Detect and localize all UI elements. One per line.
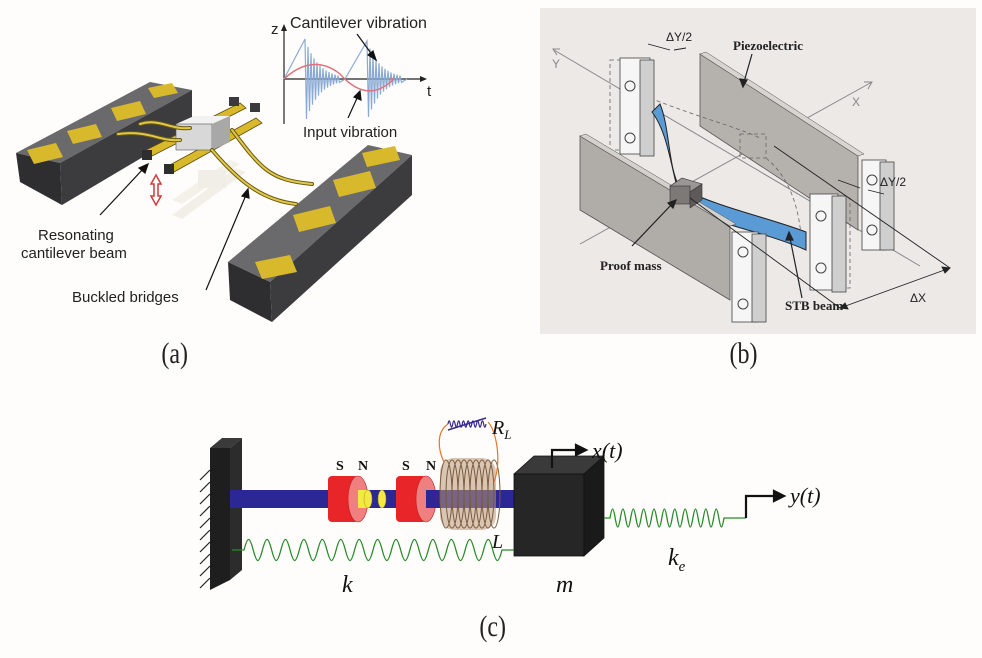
magnet-2 bbox=[377, 475, 437, 523]
axis-y-label: Y bbox=[552, 57, 560, 71]
magnet-1 bbox=[328, 475, 373, 523]
cantilever-vibration-label: Cantilever vibration bbox=[290, 15, 427, 32]
spring-k-label: k bbox=[342, 572, 353, 598]
magnet2-n-label: N bbox=[426, 459, 436, 474]
y-arrow-icon bbox=[772, 489, 787, 503]
proof-mass-cube bbox=[175, 116, 230, 151]
bridge-ghost bbox=[172, 160, 246, 219]
coil-inductor bbox=[439, 458, 501, 530]
inductor-label: L bbox=[491, 531, 503, 553]
coil-winding bbox=[481, 459, 495, 529]
proof-mass-label: Proof mass bbox=[600, 258, 662, 273]
caption-b: (b) bbox=[729, 337, 758, 370]
resonating-label-line2: cantilever beam bbox=[21, 245, 127, 262]
mass-block bbox=[512, 455, 606, 557]
piezoelectric-plate-front bbox=[579, 135, 731, 301]
x-arrow-icon bbox=[574, 443, 589, 457]
spring-ke-label: ke bbox=[668, 545, 686, 575]
clamp-front-left bbox=[731, 231, 767, 323]
clamp-back-right bbox=[861, 159, 895, 251]
resistor-label: RL bbox=[491, 417, 511, 442]
fixed-wall bbox=[199, 438, 242, 590]
panel-b-piezoelectric-stb-harvester: Y X bbox=[540, 8, 976, 334]
axis-x-label: X bbox=[852, 95, 860, 109]
electrode-pad bbox=[67, 124, 102, 144]
resonating-label-line1: Resonating bbox=[38, 227, 114, 244]
axis-z-label: z bbox=[271, 21, 279, 38]
x-t-label: x(t) bbox=[591, 438, 623, 463]
magnet1-n-label: N bbox=[358, 459, 368, 474]
coil-winding bbox=[487, 459, 501, 529]
delta-x-label: ΔX bbox=[910, 291, 926, 305]
proof-mass bbox=[669, 177, 703, 209]
caption-a: (a) bbox=[161, 337, 188, 370]
stb-beam-label: STB beam bbox=[785, 298, 843, 313]
vibration-inset-graph: z t bbox=[271, 21, 432, 124]
spring-k bbox=[232, 538, 514, 562]
spring-ke bbox=[604, 508, 746, 528]
electrode-pad bbox=[333, 171, 376, 197]
annotation-arrows bbox=[631, 53, 803, 299]
panel-c-illustration: S N S N RL L x(t) y(t) k m ke bbox=[199, 417, 821, 598]
buckled-bridges-label: Buckled bridges bbox=[72, 289, 179, 306]
coil-wires bbox=[438, 421, 499, 483]
displacement-arrows bbox=[550, 443, 787, 518]
electrode-pad bbox=[111, 101, 146, 121]
electrode-pad bbox=[27, 143, 63, 164]
piezoelectric-label: Piezoelectric bbox=[733, 38, 803, 53]
electrode-pad bbox=[148, 83, 178, 98]
magnet2-s-label: S bbox=[402, 459, 410, 474]
panel-b-illustration: Y X bbox=[552, 30, 951, 323]
vibration-direction-arrow-icon bbox=[149, 173, 163, 207]
clamp-back-left bbox=[619, 57, 655, 157]
y-t-label: y(t) bbox=[788, 483, 821, 508]
input-vibration-wave bbox=[283, 63, 395, 92]
dimension-markers bbox=[647, 43, 951, 310]
mass-label: m bbox=[556, 572, 573, 598]
panel-a-illustration: z t Cantilever vibration Input vibration… bbox=[16, 15, 432, 322]
left-platform bbox=[16, 82, 192, 205]
panel-a-buckled-bridge-harvester: z t Cantilever vibration Input vibration… bbox=[0, 0, 520, 330]
delta-y-half-right-label: ΔY/2 bbox=[880, 175, 906, 189]
electrode-pad bbox=[293, 206, 336, 232]
axis-t-label: t bbox=[427, 83, 432, 100]
electrode-pad bbox=[255, 255, 297, 279]
annotation-arrows bbox=[99, 33, 378, 291]
delta-y-half-top-label: ΔY/2 bbox=[666, 30, 692, 44]
electrode-pad bbox=[362, 146, 400, 167]
caption-c: (c) bbox=[479, 610, 506, 643]
panel-c-electromagnetic-model: S N S N RL L x(t) y(t) k m ke bbox=[190, 400, 850, 600]
magnet1-s-label: S bbox=[336, 459, 344, 474]
clamp-front-right bbox=[809, 193, 847, 293]
input-vibration-label: Input vibration bbox=[303, 124, 397, 141]
right-platform bbox=[228, 145, 412, 322]
